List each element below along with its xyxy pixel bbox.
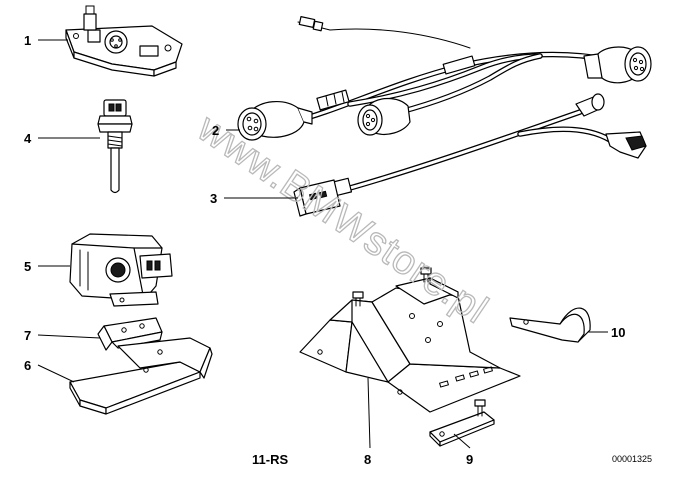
part-8-main-bracket: [299, 267, 521, 413]
callout-5: 5: [24, 259, 31, 274]
part-7-small-bracket: [97, 317, 163, 351]
part-2-wiring-harness: [237, 16, 652, 141]
callout-6: 6: [24, 358, 31, 373]
part-3-connector-cable: [293, 93, 647, 217]
callout-4: 4: [24, 131, 32, 146]
callouts: 1 2 3 4 5 6 7 8 9 10: [24, 33, 625, 467]
callout-10: 10: [611, 325, 625, 340]
part-1-control-unit: [65, 5, 183, 77]
callout-3: 3: [210, 191, 217, 206]
drawing-code: 00001325: [612, 454, 652, 464]
part-5-relay-module: [69, 233, 173, 307]
part-10-curved-clip: [509, 307, 591, 343]
callout-9: 9: [466, 452, 473, 467]
model-label: 11-RS: [252, 452, 288, 467]
callout-7: 7: [24, 328, 31, 343]
watermark: www.BMWstore.pl: [188, 105, 496, 333]
part-6-mounting-plate: [69, 337, 213, 415]
svg-text:www.BMWstore.pl: www.BMWstore.pl: [189, 105, 496, 332]
leader-lines: [37, 39, 608, 449]
part-4-temperature-sensor: [97, 99, 133, 194]
callout-2: 2: [212, 123, 219, 138]
callout-8: 8: [364, 452, 371, 467]
callout-1: 1: [24, 33, 31, 48]
part-9-stud-plate: [429, 399, 495, 447]
